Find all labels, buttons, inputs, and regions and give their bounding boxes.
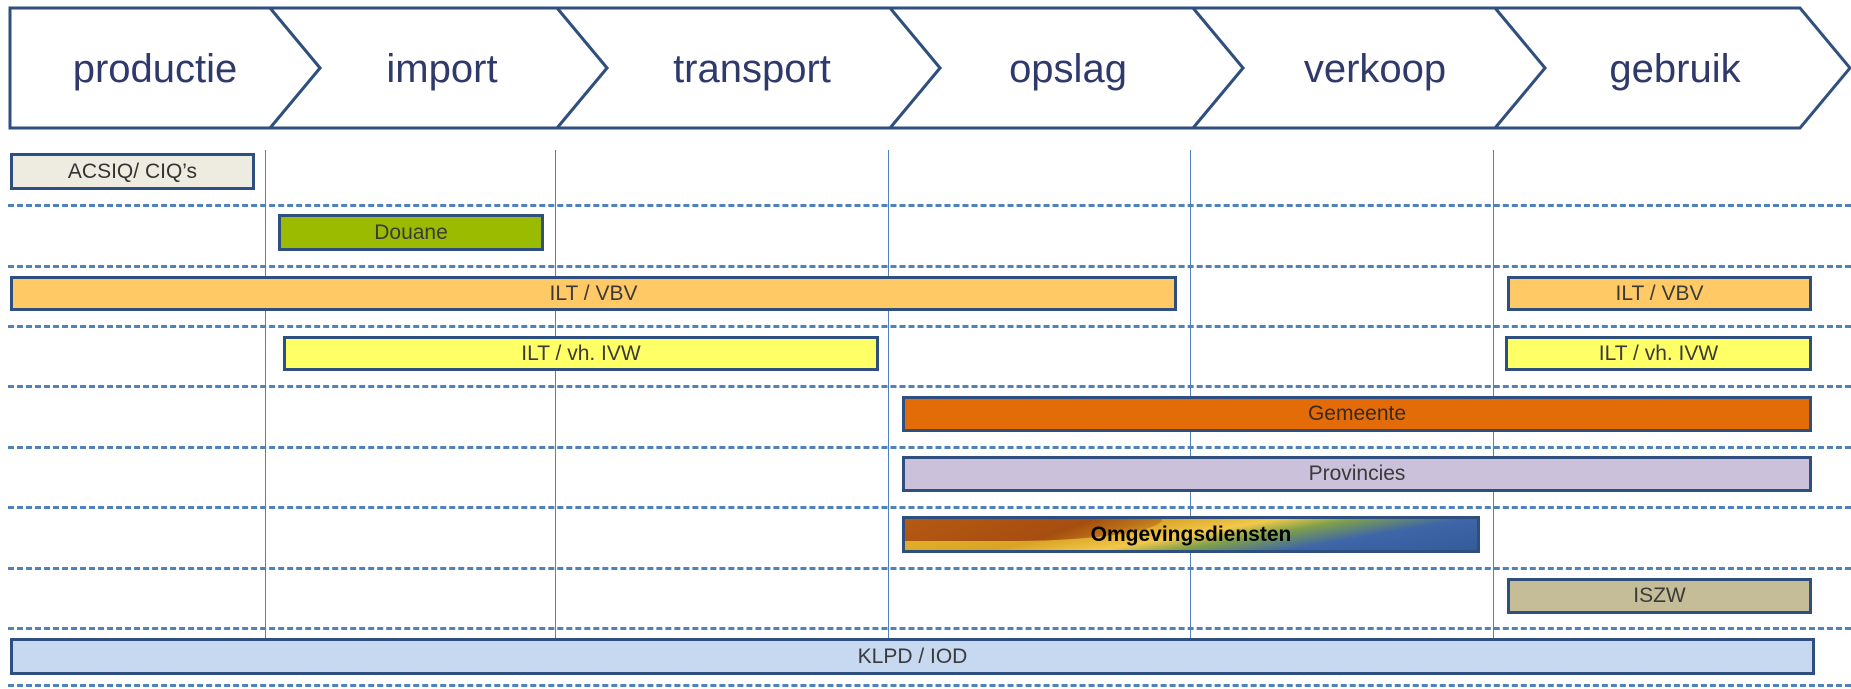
bar-gemeente: Gemeente bbox=[902, 396, 1812, 432]
row-separator bbox=[8, 446, 1851, 449]
bar-ilt-ivw-gebruik: ILT / vh. IVW bbox=[1505, 336, 1812, 371]
chain-stage-label: verkoop bbox=[1304, 47, 1446, 91]
row-separator bbox=[8, 385, 1851, 388]
stage-divider-gebruik bbox=[1493, 150, 1494, 640]
bar-ilt-vbv: ILT / VBV bbox=[10, 276, 1177, 311]
bar-iszw-label: ISZW bbox=[1633, 584, 1686, 607]
chain-stage-opslag: opslag bbox=[886, 6, 1245, 130]
chain-stage-gebruik: gebruik bbox=[1491, 6, 1851, 130]
row-separator bbox=[8, 506, 1851, 509]
bar-klpd-iod-label: KLPD / IOD bbox=[857, 644, 968, 668]
row-separator bbox=[8, 204, 1851, 207]
bar-omgevingsdiensten: Omgevingsdiensten bbox=[902, 516, 1480, 553]
chain-chevrons: gebruik verkoop opslag transport import produ… bbox=[8, 6, 1851, 130]
bar-omgevingsdiensten-label: Omgevingsdiensten bbox=[1090, 522, 1292, 546]
row-separator bbox=[8, 567, 1851, 570]
chain-stage-label: transport bbox=[673, 47, 831, 91]
bar-ilt-ivw-gebruik-label: ILT / vh. IVW bbox=[1598, 341, 1719, 365]
stage-divider-opslag bbox=[888, 150, 889, 640]
chain-stage-label: opslag bbox=[1009, 47, 1127, 91]
bar-provincies-label: Provincies bbox=[1308, 462, 1406, 485]
row-separator bbox=[8, 627, 1851, 630]
chain-stage-label: import bbox=[386, 47, 497, 91]
bar-ilt-vbv-label: ILT / VBV bbox=[549, 281, 638, 305]
stage-divider-import bbox=[265, 150, 266, 640]
bar-acsiq-label: ACSIQ/ CIQ’s bbox=[67, 159, 198, 183]
bar-gemeente-label: Gemeente bbox=[1307, 402, 1407, 425]
row-separator bbox=[8, 684, 1851, 687]
chain-stage-import: import bbox=[266, 6, 609, 130]
chain-stage-transport: transport bbox=[553, 6, 942, 130]
chain-chevron-shape bbox=[8, 6, 322, 130]
bar-douane: Douane bbox=[278, 214, 544, 251]
bar-douane-label: Douane bbox=[374, 220, 448, 244]
bar-klpd-iod: KLPD / IOD bbox=[10, 638, 1815, 675]
bar-ilt-ivw: ILT / vh. IVW bbox=[283, 336, 879, 371]
chain-stage-label: gebruik bbox=[1609, 47, 1741, 91]
row-separator bbox=[8, 325, 1851, 328]
bar-ilt-vbv-gebruik: ILT / VBV bbox=[1507, 276, 1812, 311]
stage-divider-verkoop bbox=[1190, 150, 1191, 640]
chain-stage-verkoop: verkoop bbox=[1189, 6, 1547, 130]
chain-stage-label: productie bbox=[73, 47, 238, 91]
bar-acsiq: ACSIQ/ CIQ’s bbox=[10, 153, 255, 190]
bar-ilt-ivw-label: ILT / vh. IVW bbox=[521, 341, 641, 365]
stage-divider-transport bbox=[555, 150, 556, 640]
bar-iszw: ISZW bbox=[1507, 578, 1812, 614]
bar-provincies: Provincies bbox=[902, 456, 1812, 492]
chain-stage-productie: productie bbox=[8, 6, 322, 130]
bar-ilt-vbv-gebruik-label: ILT / VBV bbox=[1615, 281, 1704, 305]
row-separator bbox=[8, 265, 1851, 268]
